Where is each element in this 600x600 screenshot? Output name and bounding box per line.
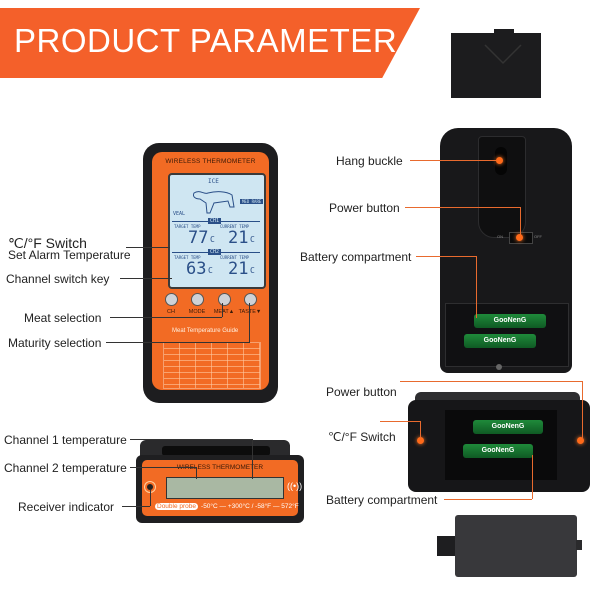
label-receiver-indicator: Receiver indicator (18, 500, 115, 514)
battery-bay-side: GooNenG GooNenG (445, 410, 557, 480)
label-channel-switch: Channel switch key (6, 272, 110, 286)
leader-line (249, 303, 250, 342)
leader-line (122, 506, 150, 507)
arrow-emboss-icon (484, 44, 522, 65)
lcd-ch2-current-label: CURRENT TEMP (220, 255, 249, 260)
signal-icon: ((•)) (287, 481, 303, 491)
battery-3: GooNenG (473, 420, 543, 434)
leader-line (222, 303, 223, 317)
label-unit-switch-side: ℃/°F Switch (328, 430, 396, 444)
meat-button-label: MEAT▲ (213, 309, 235, 315)
leader-line (520, 207, 521, 235)
lcd-ch1-target-unit: C (210, 235, 215, 244)
transmitter-brand: WIRELESS THERMOMETER (165, 158, 256, 165)
label-power-button-back: Power button (329, 201, 400, 215)
receiver-range-tag: Double probe-50°C — +300°C / -58°F — 572… (155, 503, 299, 510)
leader-line (410, 160, 500, 161)
lcd-ch2-target-value: 63 (186, 259, 207, 279)
unit-switch-marker (417, 437, 424, 444)
battery-cover-top (451, 33, 541, 98)
label-hang-buckle: Hang buckle (336, 154, 403, 168)
battery-bay-back: GooNenG GooNenG (445, 303, 569, 367)
lcd-ch1-current-unit: C (250, 235, 255, 244)
leader-line (416, 256, 476, 257)
battery-cover-latch (437, 536, 457, 556)
lcd-doneness-badge: MED RARE (240, 199, 264, 204)
lcd-ch2-target-unit: C (208, 266, 213, 275)
leader-line (476, 256, 477, 318)
screw-icon (496, 364, 502, 370)
receiver-slot (162, 446, 270, 456)
taste-button-label: TASTE▼ (236, 309, 264, 315)
hang-buckle-clip (478, 136, 526, 238)
leader-line (110, 317, 222, 318)
receiver-brand: WIRELESS THERMOMETER (176, 464, 264, 471)
lcd-ch2-target-label: TARGET TEMP (174, 255, 201, 260)
leader-line (130, 467, 196, 468)
hang-buckle-marker (496, 157, 503, 164)
battery-cover-tab (494, 29, 514, 34)
battery-cover-hinge (576, 540, 582, 550)
leader-line (532, 455, 533, 499)
meat-button[interactable] (218, 293, 231, 306)
receiver-lcd (166, 477, 284, 499)
leader-line (252, 439, 253, 479)
receiver-range: -50°C — +300°C / -58°F — 572°F (201, 503, 299, 510)
lcd-meat-label: VEAL (173, 211, 186, 217)
leader-line (400, 381, 582, 382)
leader-line (420, 421, 421, 438)
leader-line (405, 207, 520, 208)
label-set-alarm: Set Alarm Temperature (8, 248, 131, 262)
lcd-ch1-badge: CH1 (208, 218, 222, 224)
label-battery-back: Battery compartment (300, 250, 412, 264)
ch-button[interactable] (165, 293, 178, 306)
label-power-button-side: Power button (326, 385, 397, 399)
lcd-ch1-current-value: 21 (228, 228, 249, 248)
power-button-marker (516, 234, 523, 241)
label-channel2-temp: Channel 2 temperature (4, 461, 127, 475)
mode-button[interactable] (191, 293, 204, 306)
label-unit-switch: ℃/°F Switch (8, 235, 87, 251)
leader-line (150, 490, 151, 506)
leader-line (196, 467, 197, 479)
label-meat-selection: Meat selection (24, 311, 102, 325)
meat-temperature-table (163, 342, 261, 389)
taste-button[interactable] (244, 293, 257, 306)
leader-line (380, 421, 420, 422)
lcd-ch1-target-value: 77 (188, 228, 209, 248)
ch-button-label: CH (167, 309, 175, 315)
lcd-ch1-target-label: TARGET TEMP (174, 224, 201, 229)
cow-icon (193, 191, 235, 214)
lcd-ch2-badge: CH2 (208, 249, 222, 255)
lcd-top-icon: ICE (208, 178, 219, 185)
label-channel1-temp: Channel 1 temperature (4, 433, 127, 447)
leader-line (106, 342, 250, 343)
transmitter-lcd: ICE VEAL MED RARE CH1 TARGET TEMP CURREN… (168, 173, 266, 289)
side-power-marker (577, 437, 584, 444)
leader-line (120, 278, 172, 279)
leader-line (126, 247, 170, 248)
battery-cover-bottom (455, 515, 577, 577)
title-banner (0, 8, 420, 78)
lcd-ch1-current-label: CURRENT TEMP (220, 224, 249, 229)
banner-title: PRODUCT PARAMETER (14, 22, 398, 59)
switch-off-label: OFF (534, 234, 542, 239)
meat-guide-title: Meat Temperature Guide (172, 328, 239, 334)
battery-1: GooNenG (474, 314, 546, 328)
lcd-ch2-current-value: 21 (228, 259, 249, 279)
double-probe-pill: Double probe (155, 503, 199, 510)
leader-line (582, 381, 583, 439)
battery-4: GooNenG (463, 444, 533, 458)
leader-line (444, 499, 532, 500)
receiver-indicator-light-icon (147, 484, 153, 490)
leader-line (130, 439, 252, 440)
label-battery-side: Battery compartment (326, 493, 438, 507)
lcd-ch2-current-unit: C (250, 266, 255, 275)
battery-2: GooNenG (464, 334, 536, 348)
mode-button-label: MODE (188, 309, 206, 315)
switch-on-label: ON (497, 234, 503, 239)
label-maturity-selection: Maturity selection (8, 336, 102, 350)
